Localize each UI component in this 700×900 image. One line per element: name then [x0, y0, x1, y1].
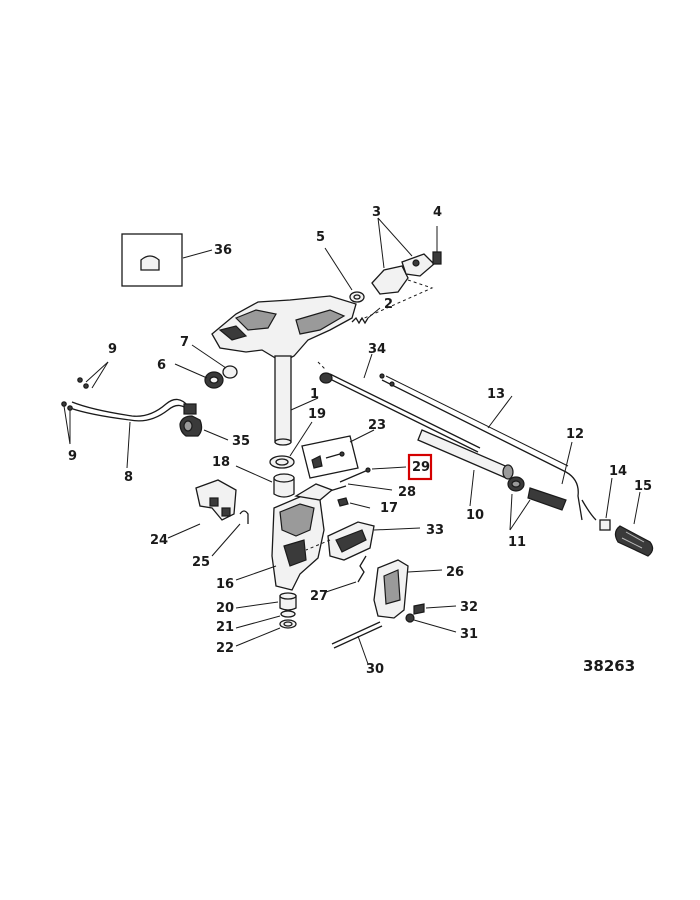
part-3-bracket — [371, 217, 435, 295]
part-26-clip — [211, 510, 249, 557]
part-8-cable — [69, 398, 197, 469]
callout-4: 4 — [433, 205, 442, 220]
part-34-plate — [327, 521, 421, 561]
part-5-washer — [324, 247, 365, 303]
assembly-line — [359, 279, 434, 321]
callout-23: 23 — [368, 418, 386, 433]
callout-5: 5 — [316, 230, 325, 245]
callout-25: 25 — [192, 555, 210, 570]
callout-31: 31 — [460, 627, 478, 642]
part-31-pin — [331, 621, 383, 665]
part-9-fittings — [61, 361, 109, 445]
part-2-spring — [351, 307, 381, 325]
part-33-screw — [413, 603, 457, 615]
part-25-bracket — [167, 479, 237, 539]
part-19-bushing — [235, 465, 295, 498]
callout-16: 16 — [216, 577, 234, 592]
callout-7: 7 — [180, 335, 189, 350]
part-32-nut — [405, 613, 457, 633]
part-24-hardware — [301, 429, 375, 479]
part-35-shaft — [319, 353, 481, 453]
callout-22: 22 — [216, 641, 234, 656]
part-20-washer — [269, 421, 313, 469]
part-12-tube — [417, 429, 514, 507]
callout-29: 29 — [412, 460, 430, 475]
callout-15: 15 — [634, 479, 652, 494]
drawing-number: 38263 — [583, 657, 635, 675]
part-21-bushing — [235, 592, 297, 611]
callout-36: 36 — [214, 243, 232, 258]
part-37-inset — [121, 233, 213, 287]
part-15-cap — [599, 477, 613, 531]
callout-8: 8 — [124, 470, 133, 485]
callout-26: 26 — [446, 565, 464, 580]
callout-24: 24 — [150, 533, 168, 548]
callout-19: 19 — [308, 407, 326, 422]
callout-9: 9 — [108, 342, 117, 357]
callout-9: 9 — [68, 449, 77, 464]
part-1-swivel-bracket — [211, 295, 357, 446]
assembly-line — [305, 539, 331, 551]
callout-11: 11 — [508, 535, 526, 550]
callout-13: 13 — [487, 387, 505, 402]
assembly-line — [317, 361, 327, 371]
part-4-screw — [432, 226, 442, 265]
callout-33: 33 — [426, 523, 444, 538]
callout-14: 14 — [609, 464, 627, 479]
callout-1: 1 — [310, 387, 319, 402]
part-36-bushing — [179, 415, 229, 441]
callout-21: 21 — [216, 620, 234, 635]
callout-10: 10 — [466, 508, 484, 523]
part-22-washer — [235, 610, 296, 629]
part-27-lever — [373, 559, 443, 619]
part-11-bushings — [507, 476, 567, 531]
callout-2: 2 — [384, 297, 393, 312]
callout-17: 17 — [380, 501, 398, 516]
highlight-box — [407, 453, 433, 481]
callout-3: 3 — [372, 205, 381, 220]
callout-34: 34 — [368, 342, 386, 357]
part-6-7-nut — [174, 344, 238, 389]
callout-27: 27 — [310, 589, 328, 604]
part-14-link — [379, 373, 583, 521]
part-13-clip — [561, 441, 597, 521]
callout-20: 20 — [216, 601, 234, 616]
callout-28: 28 — [398, 485, 416, 500]
part-16-grip — [614, 491, 654, 557]
part-30-pin — [339, 466, 407, 483]
callout-35: 35 — [232, 434, 250, 449]
callout-32: 32 — [460, 600, 478, 615]
callout-6: 6 — [157, 358, 166, 373]
callout-30: 30 — [366, 662, 384, 677]
part-18-screw — [337, 497, 371, 509]
part-28-spring — [325, 555, 367, 593]
callout-12: 12 — [566, 427, 584, 442]
part-17-clamp-body — [235, 483, 334, 591]
part-23-washer — [235, 619, 297, 647]
callout-18: 18 — [212, 455, 230, 470]
